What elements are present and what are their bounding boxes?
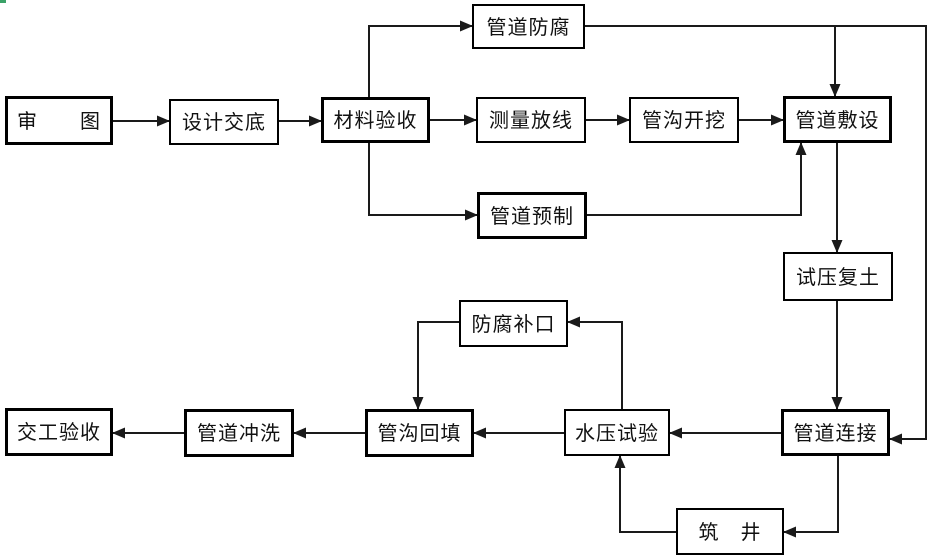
edge-guandao-lianjie-to-zhu-jing [783, 456, 839, 538]
flowchart-node-fangfu-bukou: 防腐补口 [459, 300, 568, 347]
edge-guandao-fangfu-to-guandao-fushe [585, 25, 841, 97]
edge-shuiya-shiyan-to-fangfu-bukou [567, 316, 623, 409]
flowchart-node-shiya-futu: 试压复土 [783, 252, 893, 301]
flowchart-node-guandao-chongxi: 管道冲洗 [184, 409, 294, 457]
flowchart-node-guangou-huitian: 管沟回填 [365, 409, 474, 457]
edge-cailiao-yanshou-to-guandao-fangfu [368, 20, 473, 97]
edge-zhu-jing-to-shuiya-shiyan [614, 455, 676, 533]
flowchart-node-shen-tu: 审 图 [5, 96, 113, 145]
flowchart-node-cailiao-yanshou: 材料验收 [321, 97, 430, 143]
flowchart-node-jiaogong-yanshou: 交工验收 [5, 408, 113, 456]
flowchart-node-celiang-fangxian: 测量放线 [476, 97, 586, 143]
edge-guandao-yuzhi-to-guandao-fushe [587, 142, 807, 216]
flowchart-node-guandao-fushe: 管道敷设 [783, 96, 892, 143]
flowchart-node-guandao-yuzhi: 管道预制 [477, 192, 587, 239]
edge-guandao-fangfu-to-guandao-lianjie [585, 25, 927, 445]
edge-cailiao-yanshou-to-guandao-yuzhi [368, 143, 478, 221]
flowchart-node-shuiya-shiyan: 水压试验 [564, 409, 670, 456]
flowchart-node-guandao-fangfu: 管道防腐 [472, 4, 585, 49]
flowchart-node-guandao-lianjie: 管道连接 [781, 409, 890, 456]
edge-fangfu-bukou-to-guangou-huitian [412, 321, 459, 410]
flowchart-node-zhu-jing: 筑 井 [676, 508, 784, 555]
flowchart-node-sheji-jiaodi: 设计交底 [169, 99, 279, 145]
screenshot-artifact-dot [0, 0, 6, 3]
flowchart-node-guangou-kaiwa: 管沟开挖 [629, 97, 739, 143]
